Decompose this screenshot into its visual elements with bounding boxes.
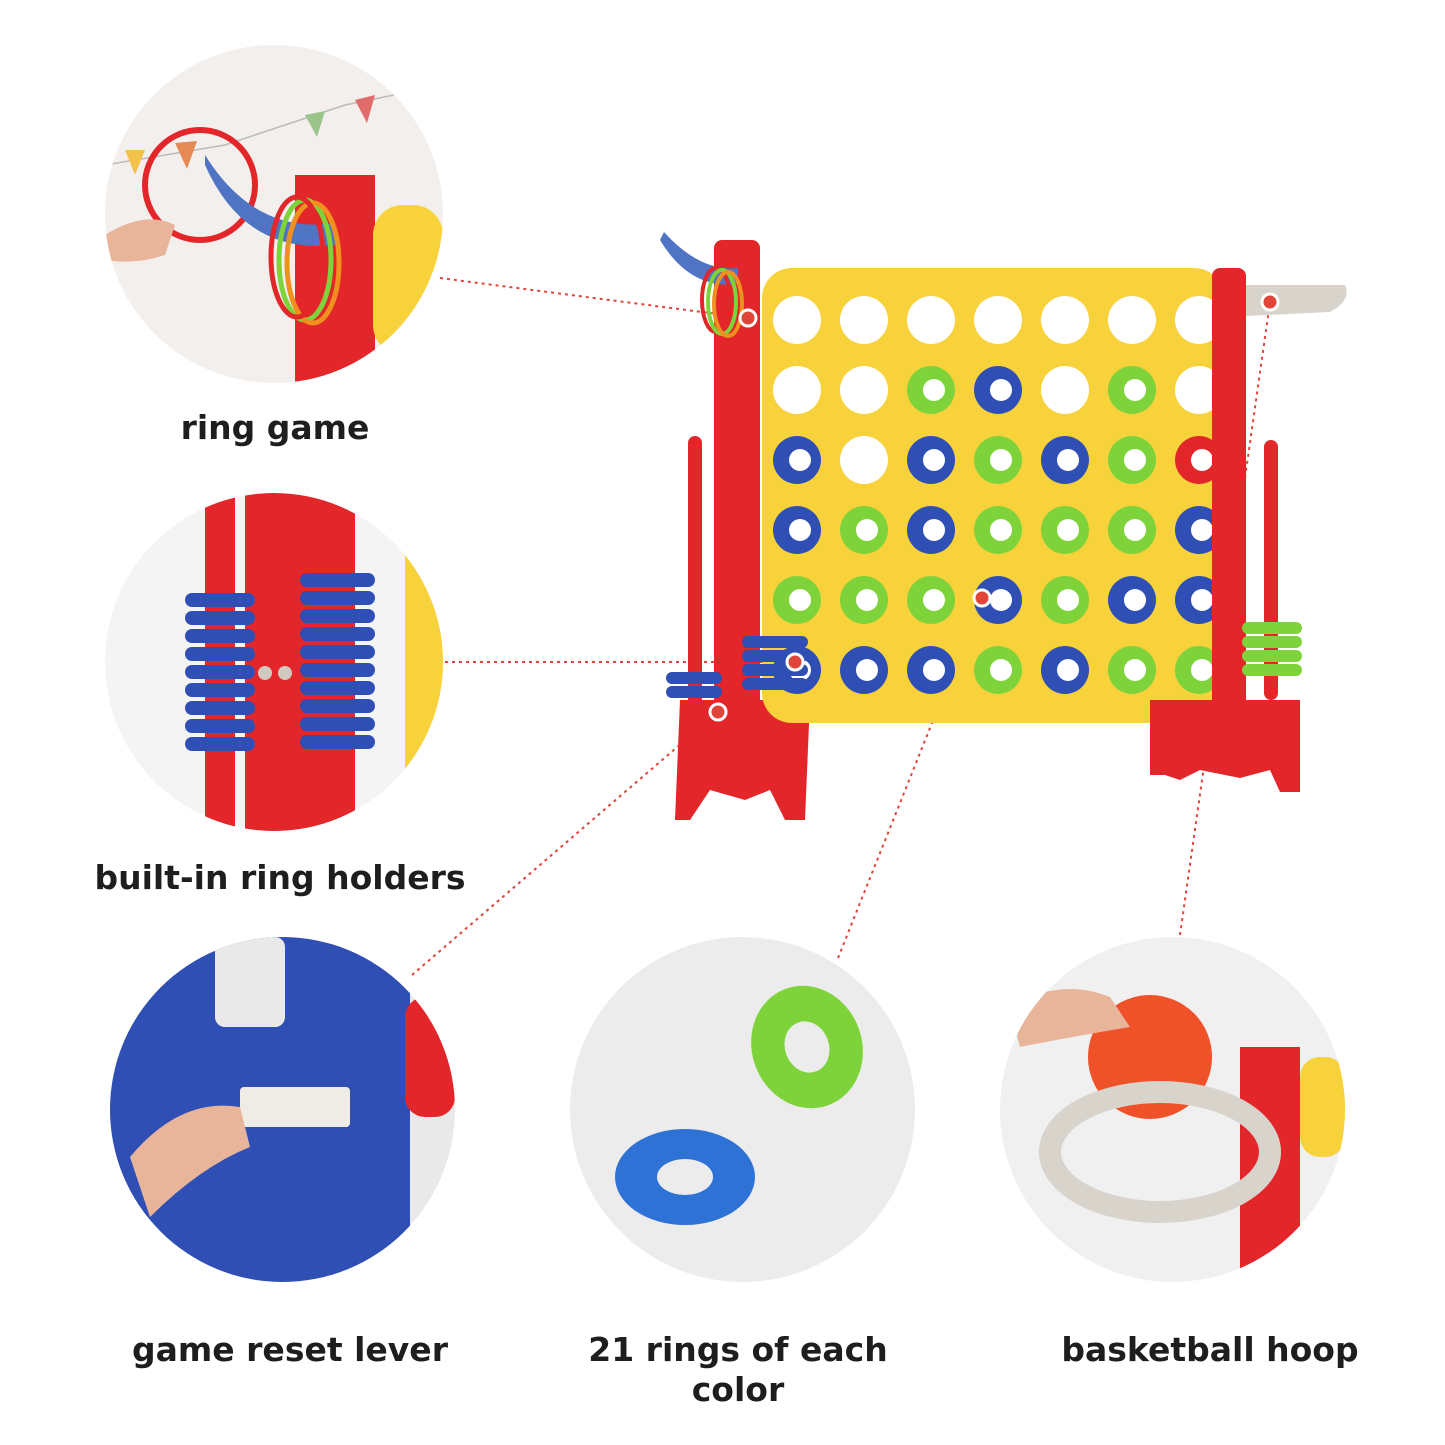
caption-reset-lever: game reset lever — [132, 1330, 448, 1369]
left-blue-ring-stack-outer — [666, 672, 722, 698]
rings-photo — [570, 937, 915, 1282]
board-cell-hole — [789, 519, 811, 541]
board-cell-hole — [990, 519, 1012, 541]
board-cell-hole — [856, 659, 878, 681]
ring-holders-photo — [105, 493, 443, 831]
reset-lever-photo — [110, 937, 455, 1282]
board-cell-empty — [773, 296, 821, 344]
board-cell-empty — [1041, 366, 1089, 414]
board-cell-hole — [789, 449, 811, 471]
left-peg-outer — [688, 436, 702, 706]
board-cell-hole — [990, 589, 1012, 611]
board-cell-hole — [923, 449, 945, 471]
caption-hoop: basketball hoop — [1061, 1330, 1359, 1369]
board-cell-hole — [1057, 659, 1079, 681]
board-cell-hole — [1057, 449, 1079, 471]
ring-stack-icon — [1242, 622, 1302, 676]
hook-ring-red-icon — [142, 127, 258, 243]
board-cell-hole — [1124, 379, 1146, 401]
board-cell-hole — [990, 449, 1012, 471]
hoop-photo — [1000, 937, 1345, 1282]
board-cell-empty — [773, 366, 821, 414]
board-cell-hole — [923, 379, 945, 401]
right-foot — [1150, 700, 1300, 792]
dot-ring-game — [738, 308, 758, 328]
board-cell-hole — [923, 659, 945, 681]
dot-rings — [972, 588, 992, 608]
board-cell-empty — [840, 296, 888, 344]
board-cell-empty — [840, 436, 888, 484]
caption-ring-holders: built-in ring holders — [94, 858, 466, 897]
board-cell-empty — [1175, 366, 1223, 414]
board-cell-hole — [923, 589, 945, 611]
ring-game-photo — [105, 45, 443, 383]
board-cell-empty — [907, 296, 955, 344]
board-cell-empty — [1108, 296, 1156, 344]
board-cell-hole — [1057, 519, 1079, 541]
board-cell-hole — [923, 519, 945, 541]
left-frame-post — [714, 240, 760, 710]
right-peg — [1264, 440, 1278, 700]
board-cell-hole — [1124, 659, 1146, 681]
board-cell-hole — [856, 519, 878, 541]
dot-ring-holders — [785, 652, 805, 672]
board-cell-hole — [1191, 589, 1213, 611]
callout-dots — [708, 292, 1280, 722]
board-cell-hole — [990, 379, 1012, 401]
board-cell-hole — [1191, 449, 1213, 471]
board-cell-hole — [1124, 519, 1146, 541]
dot-hoop — [1260, 292, 1280, 312]
board-cell-hole — [1191, 519, 1213, 541]
board-cell-empty — [840, 366, 888, 414]
board-cell-hole — [990, 659, 1012, 681]
board-cell-hole — [1124, 589, 1146, 611]
dot-reset-lever — [708, 702, 728, 722]
board-cell-hole — [789, 589, 811, 611]
hook-ring-orange — [712, 270, 744, 338]
board-cell-empty — [1175, 296, 1223, 344]
right-frame-post — [1212, 268, 1246, 708]
board-cell-empty — [974, 296, 1022, 344]
board-cell-empty — [1041, 296, 1089, 344]
board-cell-hole — [1057, 589, 1079, 611]
caption-rings: 21 rings of each color — [588, 1330, 888, 1409]
board-grid — [773, 296, 1223, 694]
board-cell-hole — [1124, 449, 1146, 471]
board-cell-hole — [856, 589, 878, 611]
board-cell-hole — [1191, 659, 1213, 681]
caption-ring-game: ring game — [180, 408, 370, 447]
left-foot — [675, 700, 810, 820]
